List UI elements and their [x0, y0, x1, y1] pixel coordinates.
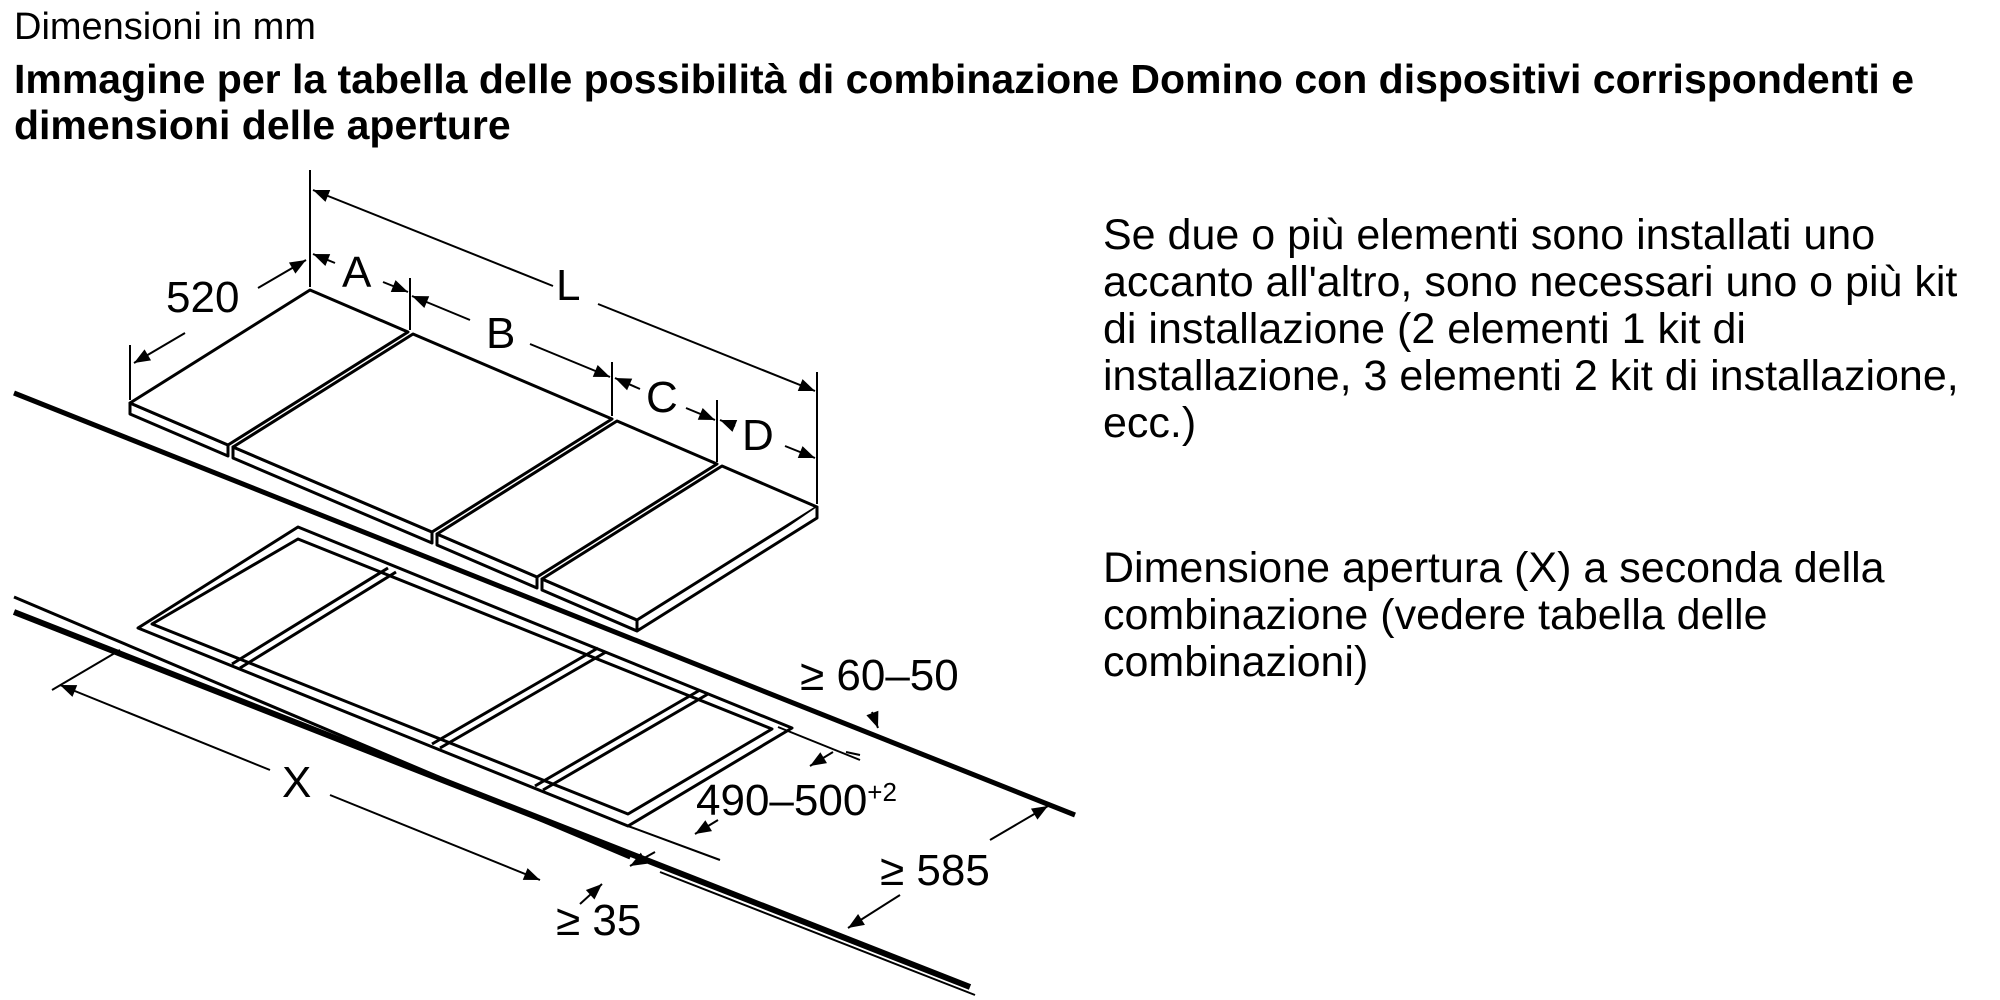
installation-kit-note: Se due o più elementi sono installati un…	[1103, 211, 1959, 447]
cutout-depth-value: 490–500	[696, 776, 867, 825]
depth-label: 520	[166, 273, 239, 322]
units-label: Dimensioni in mm	[14, 6, 316, 48]
opening-dimension-note: Dimensione apertura (X) a seconda della …	[1103, 544, 1885, 686]
hob-elements	[128, 288, 819, 633]
front-edge-label: ≥ 35	[556, 896, 641, 945]
hob-element-a	[128, 288, 410, 458]
width-c-label: C	[646, 373, 678, 422]
dimension-lines	[51, 170, 1049, 929]
opening-width-label: X	[282, 758, 311, 807]
worktop-edges	[12, 390, 1076, 996]
cutout-frame	[136, 525, 794, 828]
cutout-depth-label: 490–500+2	[696, 776, 897, 825]
worktop-thickness-label: ≥ 60–50	[800, 651, 959, 700]
width-d-label: D	[742, 411, 774, 460]
hob-element-b	[231, 332, 614, 545]
installation-diagram: 520 A B C D L X ≥ 60–50 490–500+2 ≥ 585 …	[12, 170, 1076, 996]
cutout-depth-tolerance: +2	[867, 777, 897, 807]
hob-element-c	[435, 419, 719, 590]
width-a-label: A	[342, 248, 372, 297]
width-b-label: B	[486, 309, 515, 358]
worktop-depth-label: ≥ 585	[880, 846, 990, 895]
total-width-label: L	[556, 261, 580, 310]
page-title: Immagine per la tabella delle possibilit…	[14, 56, 1915, 148]
hob-element-d	[540, 464, 819, 633]
